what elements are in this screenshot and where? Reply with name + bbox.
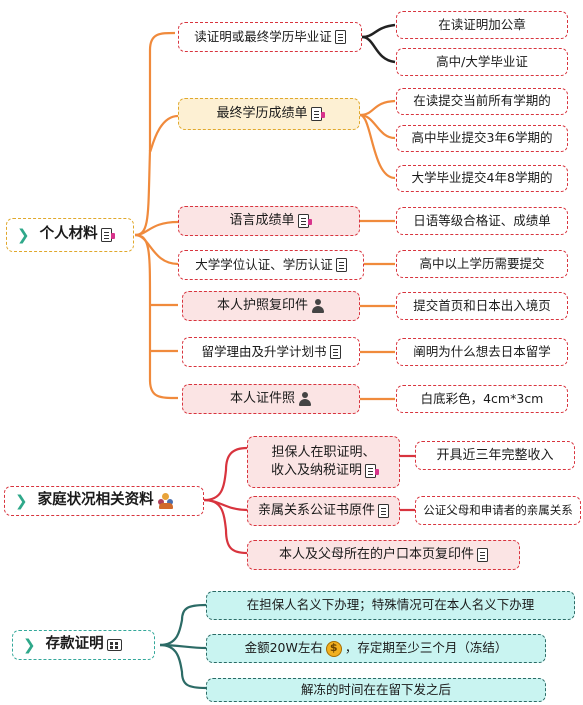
node-degree-certification: 大学学位认证、学历认证: [178, 250, 364, 280]
detail-kinship-relation: 公证父母和申请者的亲属关系: [415, 496, 581, 525]
node-label: 最终学历成绩单: [216, 106, 308, 122]
node-passport-copy: 本人护照复印件: [182, 291, 360, 321]
detail-label: 提交首页和日本出入境页: [413, 297, 551, 313]
root-personal-label: 个人材料: [39, 226, 98, 243]
detail-label: 日语等级合格证、成绩单: [413, 212, 551, 228]
document-icon: [335, 258, 347, 272]
person-icon: [298, 392, 312, 406]
detail-label: 阐明为什么想去日本留学: [413, 343, 551, 359]
detail-label: 高中以上学历需要提交: [419, 255, 545, 271]
detail-diploma: 高中/大学毕业证: [396, 48, 568, 76]
document-icon: [477, 548, 488, 562]
chevron-right-icon: ❯: [17, 225, 30, 244]
node-label: 担保人在职证明、: [271, 445, 376, 461]
node-label: 本人证件照: [229, 391, 295, 407]
node-label: 语言成绩单: [229, 213, 295, 229]
person-icon: [311, 299, 325, 313]
root-family-status: ❯ 家庭状况相关资料: [4, 486, 204, 516]
node-kinship-notarization: 亲属关系公证书原件: [247, 496, 400, 526]
detail-label: 公证父母和申请者的亲属关系: [423, 502, 573, 517]
node-guarantor-income: 担保人在职证明、 收入及纳税证明: [247, 436, 400, 488]
node-deposit-unfreeze: 解冻的时间在在留下发之后: [206, 678, 546, 702]
detail-three-year-income: 开具近三年完整收入: [415, 441, 575, 470]
node-label: 在担保人名义下办理；特殊情况可在本人名义下办理: [246, 597, 535, 613]
node-language-score: 语言成绩单: [178, 206, 360, 236]
root-personal-materials: ❯ 个人材料: [6, 218, 134, 252]
detail-label: 在读提交当前所有学期的: [413, 93, 551, 109]
detail-label: 在读证明加公章: [438, 16, 526, 32]
node-id-photo: 本人证件照: [182, 384, 360, 414]
root-deposit-certificate: ❯ 存款证明: [12, 630, 155, 660]
node-label: 读证明或最终学历毕业证: [194, 28, 332, 44]
root-family-label: 家庭状况相关资料: [37, 492, 154, 509]
detail-label: 高中/大学毕业证: [436, 53, 528, 69]
node-transcript: 最终学历成绩单: [178, 98, 360, 130]
node-label: 本人及父母所在的户口本页复印件: [278, 547, 474, 563]
document-icon: [297, 214, 312, 228]
detail-jlpt: 日语等级合格证、成绩单: [396, 207, 568, 235]
document-icon: [329, 345, 341, 359]
detail-enrollment-proof: 在读证明加公章: [396, 11, 568, 39]
document-icon: [310, 107, 325, 121]
node-label: 解冻的时间在在留下发之后: [300, 681, 451, 697]
detail-label: 开具近三年完整收入: [436, 447, 554, 463]
detail-photo-spec: 白底彩色，4cm*3cm: [396, 385, 568, 413]
detail-label: 大学毕业提交4年8学期的: [411, 170, 553, 186]
detail-label: 白底彩色，4cm*3cm: [420, 390, 544, 406]
node-label: 亲属关系公证书原件: [257, 503, 375, 519]
chevron-right-icon: ❯: [23, 635, 36, 654]
document-icon: [334, 30, 346, 44]
node-label: 大学学位认证、学历认证: [195, 256, 333, 272]
money-bag-icon: [325, 640, 342, 657]
detail-university-semesters: 大学毕业提交4年8学期的: [396, 165, 568, 192]
detail-passport-pages: 提交首页和日本出入境页: [396, 292, 568, 320]
document-icon: [100, 228, 115, 242]
node-label: 金额20W左右: [244, 640, 323, 656]
node-deposit-account-holder: 在担保人名义下办理；特殊情况可在本人名义下办理: [206, 591, 575, 620]
detail-highschool-above: 高中以上学历需要提交: [396, 250, 568, 278]
chevron-right-icon: ❯: [15, 491, 28, 510]
detail-label: 高中毕业提交3年6学期的: [411, 130, 553, 146]
node-household-register: 本人及父母所在的户口本页复印件: [247, 540, 520, 570]
family-icon: [157, 493, 175, 509]
node-label: 留学理由及升学计划书: [201, 343, 327, 359]
node-label: ，存定期至少三个月（冻结）: [344, 640, 508, 656]
document-icon: [365, 463, 379, 478]
document-icon: [378, 504, 389, 518]
calculator-icon: [106, 639, 122, 651]
root-deposit-label: 存款证明: [45, 636, 104, 653]
node-deposit-amount: 金额20W左右 ，存定期至少三个月（冻结）: [206, 634, 546, 663]
node-graduation-certificate: 读证明或最终学历毕业证: [178, 22, 362, 52]
detail-current-semesters: 在读提交当前所有学期的: [396, 88, 568, 115]
node-label: 收入及纳税证明: [270, 463, 362, 478]
node-label: 本人护照复印件: [216, 298, 308, 314]
detail-highschool-semesters: 高中毕业提交3年6学期的: [396, 125, 568, 152]
detail-reason-japan: 阐明为什么想去日本留学: [396, 338, 568, 366]
node-study-plan: 留学理由及升学计划书: [182, 337, 360, 367]
